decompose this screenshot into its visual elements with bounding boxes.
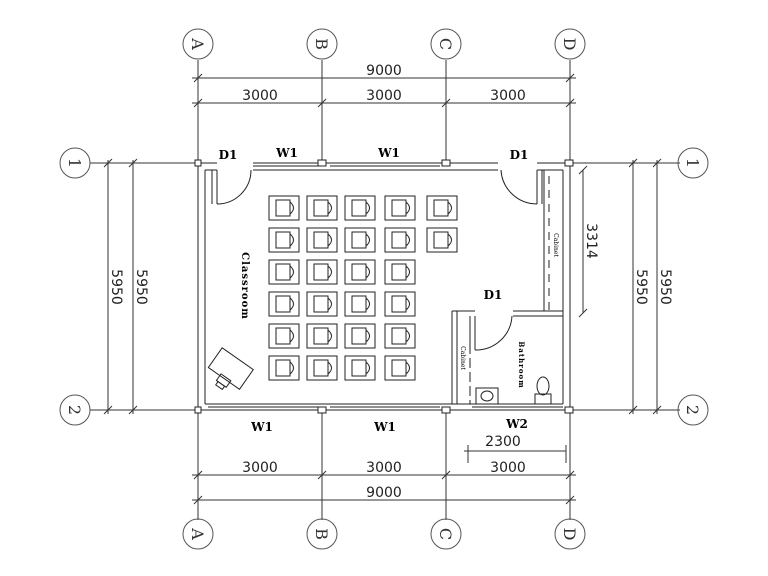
sink-icon [476, 388, 498, 404]
cabinet-label: Cabinet [552, 233, 559, 257]
dim-depth-left-outer: 5950 [108, 269, 124, 305]
axis-label: D [560, 38, 579, 51]
cabinet-label-small: Cabinet [459, 346, 466, 370]
wall-columns [195, 160, 573, 413]
axis-bubble-d-top: D [555, 29, 585, 59]
student-desk-icon [385, 196, 415, 220]
door-label-top-right: D1 [510, 148, 529, 162]
dim-overall-top: 9000 [366, 63, 402, 79]
dim-overall-bottom: 9000 [366, 485, 402, 501]
dim-bay-bottom-3: 3000 [490, 460, 526, 476]
dim-bathroom-width: 2300 [485, 434, 521, 450]
bathroom-partition [452, 311, 563, 404]
door-top-left [212, 170, 251, 204]
toilet-icon [535, 376, 551, 404]
axis-label: 1 [65, 158, 84, 168]
window-label-top-1: W1 [275, 146, 298, 160]
classroom-label: Classroom [239, 252, 250, 320]
axis-label: C [436, 528, 455, 540]
window-label-bottom-1: W1 [250, 420, 273, 434]
axis-bubble-a-top: A [183, 29, 213, 59]
student-desk-icon [307, 292, 337, 316]
axis-label: 1 [683, 158, 702, 168]
axis-label: D [560, 528, 579, 541]
bottom-dimensions [192, 445, 576, 504]
dim-cabinet-height: 3314 [583, 223, 599, 259]
teacher-desk [203, 348, 254, 398]
top-dimensions [192, 74, 576, 107]
axis-bubble-c-bottom: C [431, 519, 461, 549]
dim-depth-right-outer: 5950 [657, 269, 673, 305]
window-label-bottom-3: W2 [505, 417, 528, 431]
dim-bay-bottom-2: 3000 [366, 460, 402, 476]
door-label-bathroom: D1 [484, 288, 503, 302]
exterior-walls [198, 163, 570, 410]
axis-bubble-a-bottom: A [183, 519, 213, 549]
dim-bay-top-2: 3000 [366, 88, 402, 104]
student-desk-icon [345, 324, 375, 348]
student-desk-icon [269, 356, 299, 380]
student-desks [269, 196, 457, 380]
axis-label: B [312, 528, 331, 540]
door-top-right [501, 170, 542, 204]
student-desk-icon [385, 260, 415, 284]
axis-label: 2 [65, 405, 84, 415]
windows [208, 166, 563, 407]
student-desk-icon [307, 356, 337, 380]
student-desk-icon [345, 260, 375, 284]
axis-bubble-2-left: 2 [60, 395, 90, 425]
axis-bubble-d-bottom: D [555, 519, 585, 549]
window-label-top-2: W1 [377, 146, 400, 160]
student-desk-icon [269, 292, 299, 316]
axis-bubble-1-right: 1 [678, 148, 708, 178]
side-dimensions [104, 159, 661, 414]
student-desk-icon [427, 196, 457, 220]
axis-label: C [436, 38, 455, 50]
axis-label: A [188, 527, 207, 540]
student-desk-icon [269, 260, 299, 284]
dim-depth-left-inner: 5950 [133, 269, 149, 305]
student-desk-icon [345, 356, 375, 380]
axis-bubble-b-top: B [307, 29, 337, 59]
axis-label: A [188, 37, 207, 50]
axis-label: 2 [683, 405, 702, 415]
student-desk-icon [307, 196, 337, 220]
student-desk-icon [307, 228, 337, 252]
student-desk-icon [385, 324, 415, 348]
student-desk-icon [385, 356, 415, 380]
student-desk-icon [385, 228, 415, 252]
axis-bubble-c-top: C [431, 29, 461, 59]
student-desk-icon [345, 228, 375, 252]
dim-bay-top-1: 3000 [242, 88, 278, 104]
student-desk-icon [269, 324, 299, 348]
axis-bubble-1-left: 1 [60, 148, 90, 178]
student-desk-icon [385, 292, 415, 316]
dim-bay-top-3: 3000 [490, 88, 526, 104]
axis-bubble-2-right: 2 [678, 395, 708, 425]
dim-depth-right-inner: 5950 [633, 269, 649, 305]
dim-bay-bottom-1: 3000 [242, 460, 278, 476]
student-desk-icon [307, 324, 337, 348]
door-label-top-left: D1 [219, 148, 238, 162]
axis-grid-lines [90, 60, 680, 520]
bathroom-label: Bathroom [517, 341, 526, 388]
student-desk-icon [269, 196, 299, 220]
axis-label: B [312, 38, 331, 50]
window-label-bottom-2: W1 [373, 420, 396, 434]
student-desk-icon [345, 292, 375, 316]
student-desk-icon [345, 196, 375, 220]
student-desk-icon [307, 260, 337, 284]
student-desk-icon [427, 228, 457, 252]
student-desk-icon [269, 228, 299, 252]
axis-bubble-b-bottom: B [307, 519, 337, 549]
